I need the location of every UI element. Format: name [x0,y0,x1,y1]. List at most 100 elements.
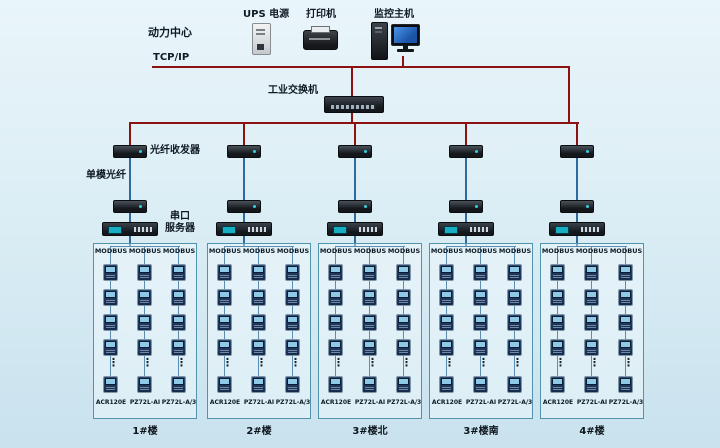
meter-icon [103,376,118,393]
printer-icon [303,26,338,50]
switch-drop-line [129,123,131,145]
meter-icon [137,289,152,306]
modbus-label: MODBUS [575,247,609,255]
meter-icon [171,376,186,393]
fiber-transceiver-icon [449,200,483,213]
single-mode-fiber-line [354,158,356,200]
transceiver-server-line [576,213,578,222]
right-riser-line [568,68,570,124]
group-label: 3#楼北 [352,426,388,437]
modbus-fan-line [446,246,516,247]
server-box-line [243,236,245,247]
meter-icon [507,314,522,331]
meter-icon [328,264,343,281]
meter-icon [618,289,633,306]
single-mode-fiber-line [129,158,131,200]
meter-icon [584,376,599,393]
modbus-label: MODBUS [319,247,353,255]
server-box-line [129,236,131,247]
meter-icon [584,289,599,306]
meter-icon [618,339,633,356]
modbus-label: MODBUS [276,247,310,255]
serial-server-icon [102,222,158,236]
transceiver-server-line [354,213,356,222]
tcpip-bus-line [152,66,570,68]
meter-icon [103,289,118,306]
meter-model-label: ACR120E [542,399,574,406]
monitoring-host-icon [371,20,421,62]
switch-drop-line [465,123,467,145]
meter-icon [362,314,377,331]
group-label: 3#楼南 [463,426,499,437]
meter-icon [439,376,454,393]
modbus-fan-line [110,246,180,247]
serial-server-icon [549,222,605,236]
single-mode-fiber-line [465,158,467,200]
fiber-transceiver-icon [227,145,261,158]
ellipsis-dots: ⋮ [401,356,412,369]
printer-label: 打印机 [306,9,336,20]
meter-icon [584,264,599,281]
meter-icon [328,289,343,306]
meter-icon [396,264,411,281]
meter-icon [439,264,454,281]
ellipsis-dots: ⋮ [256,356,267,369]
ups-icon [252,23,271,55]
ellipsis-dots: ⋮ [478,356,489,369]
meter-icon [171,289,186,306]
meter-icon [550,314,565,331]
switch-drop-line [354,123,356,145]
meter-icon [439,289,454,306]
fiber-transceiver-icon [449,145,483,158]
switch-uplink-line [351,68,353,96]
host-tower-icon [371,22,388,60]
ellipsis-dots: ⋮ [623,356,634,369]
host-monitor-stand [403,45,408,49]
serial-server-label-line1: 串口 [170,211,190,222]
meter-icon [217,314,232,331]
modbus-label: MODBUS [541,247,575,255]
serial-server-label-line2: 服务器 [165,223,195,234]
meter-icon [507,264,522,281]
meter-icon [251,339,266,356]
modbus-label: MODBUS [353,247,387,255]
meter-icon [439,339,454,356]
modbus-fan-line [335,246,405,247]
meter-icon [103,264,118,281]
host-monitor-base [397,49,414,52]
ellipsis-dots: ⋮ [333,356,344,369]
meter-icon [285,264,300,281]
meter-icon [285,376,300,393]
meter-icon [507,376,522,393]
transceiver-server-line [465,213,467,222]
switch-label: 工业交换机 [268,85,318,96]
meter-icon [473,376,488,393]
fiber-transceiver-icon [560,200,594,213]
switch-drop-line [576,123,578,145]
meter-icon [217,376,232,393]
modbus-label: MODBUS [162,247,196,255]
single-mode-fiber-line [243,158,245,200]
meter-icon [550,289,565,306]
modbus-label: MODBUS [94,247,128,255]
serial-server-label: 串口 服务器 [158,211,202,235]
meter-icon [473,314,488,331]
server-box-line [354,236,356,247]
meter-model-label: PZ72L-A/3 [497,399,533,406]
meter-icon [285,339,300,356]
meter-icon [103,314,118,331]
ellipsis-dots: ⋮ [512,356,523,369]
meter-icon [171,314,186,331]
meter-icon [217,264,232,281]
single-mode-fiber-line [576,158,578,200]
meter-icon [137,376,152,393]
meter-icon [473,289,488,306]
meter-icon [137,264,152,281]
modbus-fan-line [557,246,627,247]
meter-icon [171,339,186,356]
ellipsis-dots: ⋮ [108,356,119,369]
meter-model-label: PZ72L-AI [354,399,386,406]
server-box-line [465,236,467,247]
modbus-label: MODBUS [208,247,242,255]
